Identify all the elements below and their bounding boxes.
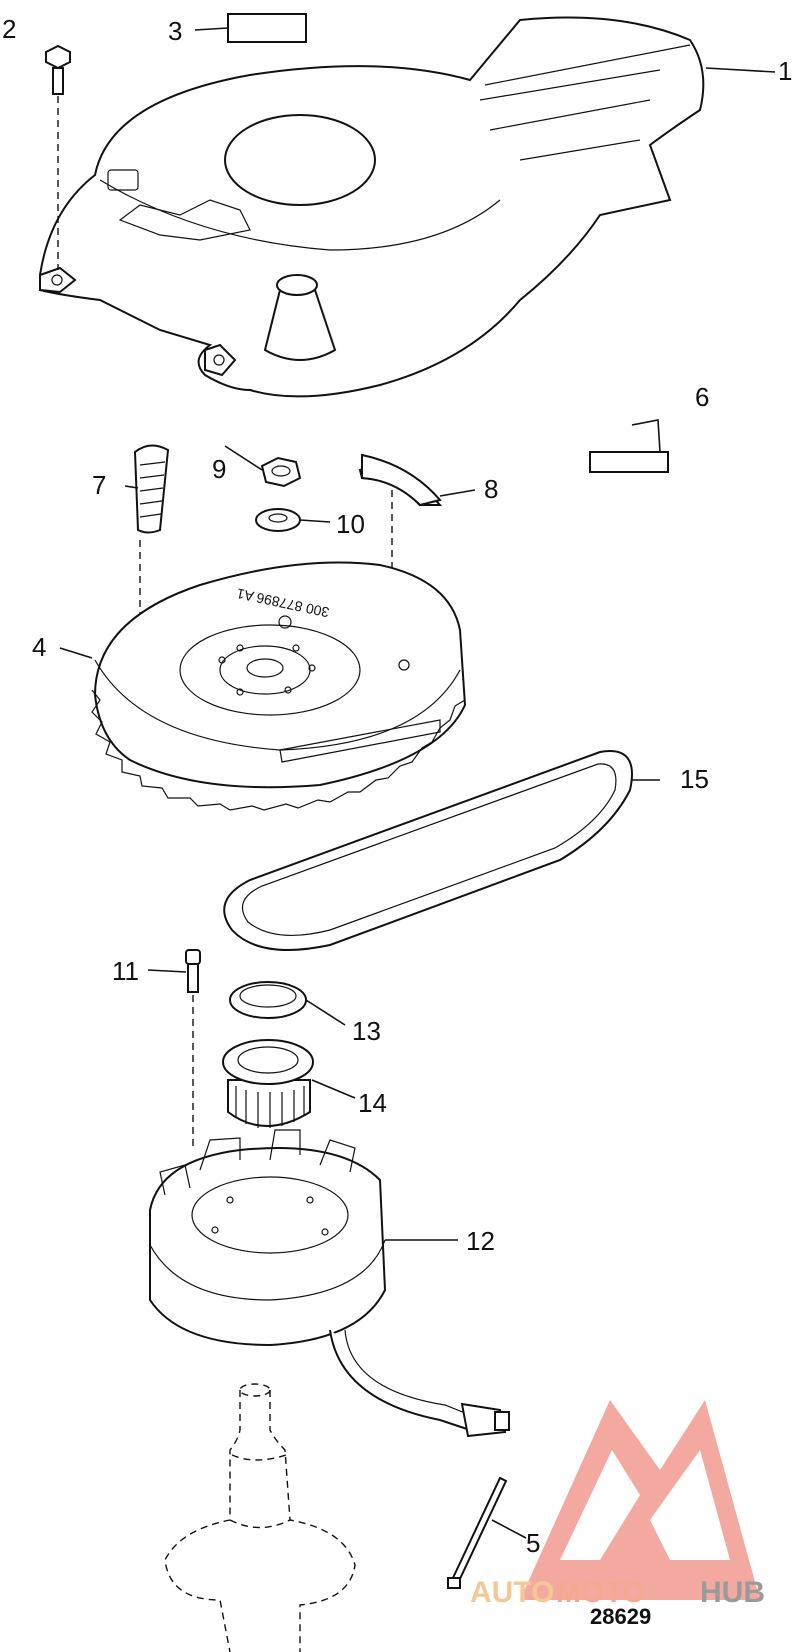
watermark-logo [520,1400,760,1600]
callout-12: 12 [466,1226,495,1256]
magnet-part-7 [133,444,170,670]
belt-part-15 [223,750,633,951]
callout-2: 2 [2,14,16,44]
bolt-part-2 [45,44,71,270]
callout-3: 3 [168,16,182,46]
callout-5: 5 [526,1528,540,1558]
watermark-text: AUTO MOTO HUB [470,1576,765,1609]
callout-1: 1 [778,56,792,86]
callout-labels: 1 2 3 4 5 6 7 8 9 10 11 12 13 14 15 [2,14,792,1558]
callout-6: 6 [695,382,709,412]
magnet-part-8 [358,453,443,630]
callout-10: 10 [336,509,365,539]
watermark-moto: MOTO [556,1576,645,1609]
nut-part-9 [260,456,302,488]
callout-15: 15 [680,764,709,794]
stator-part-12 [149,1129,510,1438]
pulley-part-14 [222,1039,314,1128]
screw-part-11 [185,949,201,1150]
figure-number: 28629 [590,1604,651,1629]
retainer-part-13 [229,981,307,1019]
callout-9: 9 [212,454,226,484]
callout-13: 13 [352,1016,381,1046]
cable-tie-part-5 [447,1476,508,1589]
callout-8: 8 [484,474,498,504]
callout-7: 7 [92,470,106,500]
callout-14: 14 [358,1088,387,1118]
callout-4: 4 [32,632,46,662]
decal-part-3 [227,13,307,43]
washer-part-10 [255,508,301,532]
crankshaft-phantom [164,1383,356,1652]
callout-11: 11 [112,956,139,986]
decal-part-6 [589,451,669,473]
flywheel-cover [39,16,705,398]
leader-lines [59,27,776,1539]
flywheel-part-4: 300 877896 A1 [91,561,467,811]
watermark-auto: AUTO [470,1576,554,1609]
watermark-hub: HUB [700,1576,765,1609]
